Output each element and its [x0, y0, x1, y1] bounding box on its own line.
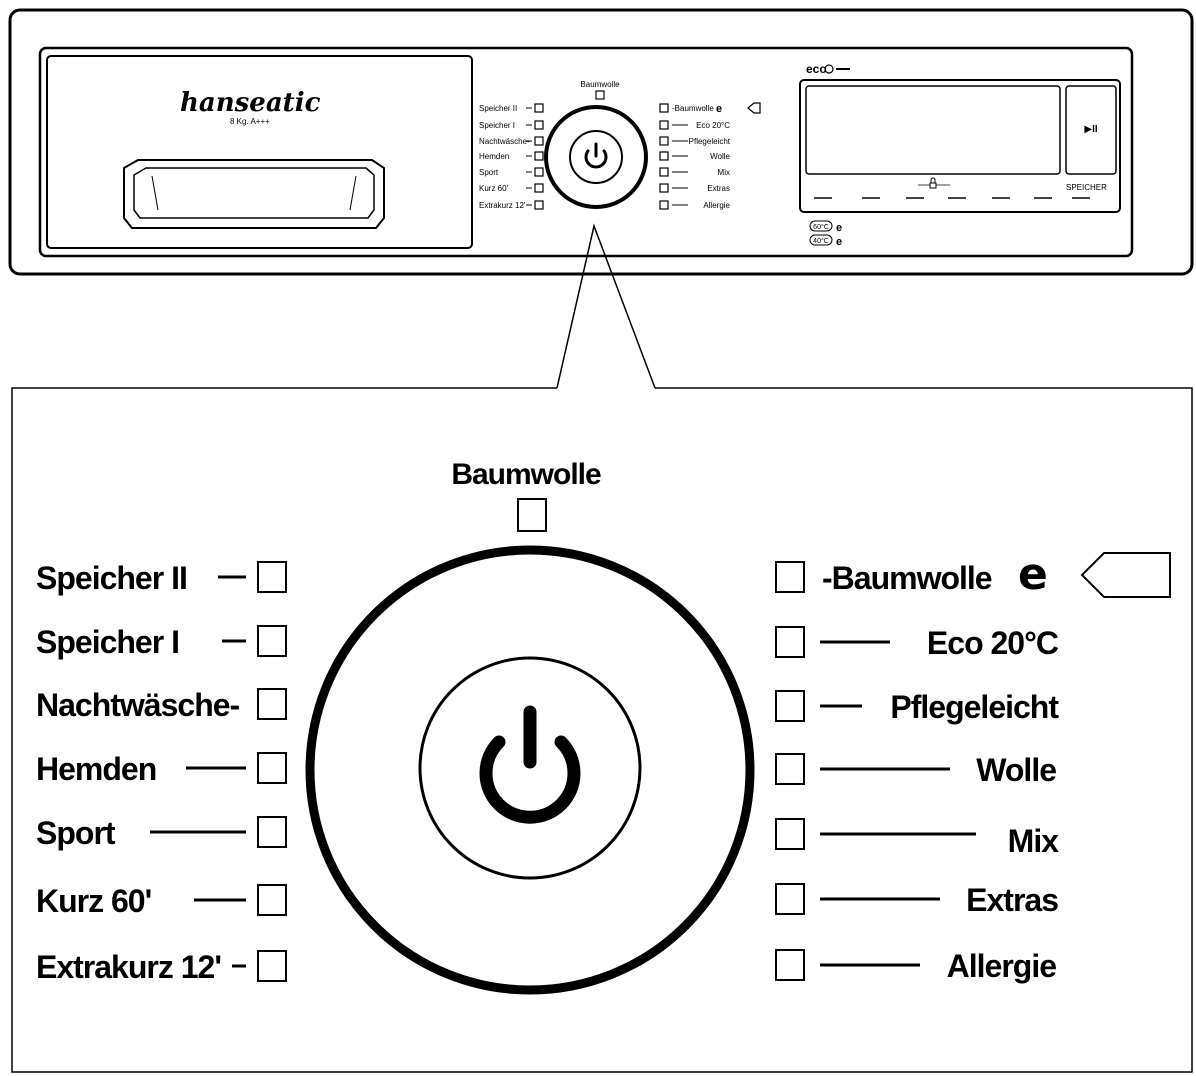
program-indicator-right[interactable] — [775, 949, 805, 981]
program-indicator-right[interactable] — [775, 818, 805, 850]
detail-frame — [11, 387, 1193, 1073]
temp-badge-40: 40°C e — [809, 234, 842, 248]
program-label-right-small: Eco 20°C — [696, 121, 730, 130]
program-label-right: -Baumwolle — [822, 560, 992, 596]
program-label-right-small: -Baumwolle — [672, 104, 714, 113]
selection-pointer-tag-small — [747, 102, 761, 114]
control-panel-overview: hanseatic 8 Kg. A+++ Baumwolle Speicher … — [8, 8, 1194, 276]
program-indicator-left[interactable] — [257, 950, 287, 982]
svg-text:eco: eco — [806, 62, 827, 76]
program-label-left-small: Extrakurz 12' — [479, 201, 526, 210]
program-label-right: Extras — [966, 882, 1058, 918]
display-button-row — [814, 184, 1090, 199]
program-indicator-right-small[interactable] — [659, 167, 669, 177]
program-indicator-right-small[interactable] — [659, 136, 669, 146]
program-label-left: Sport — [36, 815, 116, 851]
program-indicator-left-small[interactable] — [534, 200, 544, 210]
program-indicator-right[interactable] — [775, 561, 805, 593]
program-label-left-small: Kurz 60' — [479, 184, 509, 193]
program-label-left-small: Speicher II — [479, 104, 517, 113]
program-indicator-right-small[interactable] — [659, 120, 669, 130]
program-label-right-small: Allergie — [703, 201, 730, 210]
program-indicator-left[interactable] — [257, 688, 287, 720]
program-indicator-right[interactable] — [775, 690, 805, 722]
lock-icon — [929, 177, 937, 189]
start-pause-button[interactable]: ▶II — [1065, 85, 1117, 175]
memory-label: SPEICHER — [1066, 183, 1107, 192]
program-label-left-small: Sport — [479, 168, 499, 177]
program-indicator-right[interactable] — [775, 883, 805, 915]
program-label-left: Nachtwäsche- — [36, 687, 240, 723]
selection-pointer-tag — [1080, 552, 1171, 598]
program-indicator-left-small[interactable] — [534, 103, 544, 113]
program-indicator-right-small[interactable] — [659, 151, 669, 161]
program-label-left: Extrakurz 12' — [36, 949, 221, 985]
program-label-right-small: Pflegeleicht — [689, 137, 731, 146]
program-list-left: Speicher II Speicher I Nachtwäsche- HemdenS… — [36, 560, 287, 985]
program-indicator-left-small[interactable] — [534, 167, 544, 177]
program-list-left-small: Speicher II Speicher I Nachtwäsche- HemdenS… — [479, 103, 544, 210]
svg-text:e: e — [836, 222, 842, 234]
program-indicator-left-small[interactable] — [534, 151, 544, 161]
program-indicator-left[interactable] — [257, 884, 287, 916]
eco-logo: eco — [806, 62, 850, 76]
svg-text:e: e — [836, 236, 842, 248]
power-icon — [479, 705, 581, 824]
display-screen — [805, 85, 1061, 175]
program-indicator-right[interactable] — [775, 753, 805, 785]
program-dial[interactable] — [305, 545, 755, 995]
program-label-right-small: Mix — [718, 168, 730, 177]
e-symbol-small: e — [716, 103, 722, 115]
dial-top-indicator-small — [595, 90, 605, 100]
program-label-left: Hemden — [36, 751, 156, 787]
program-label-right: Eco 20°C — [927, 625, 1059, 661]
program-label-left-small: Hemden — [479, 152, 509, 161]
program-dial-small[interactable]: Baumwolle — [544, 80, 648, 209]
program-label-right-small: Wolle — [710, 152, 730, 161]
program-indicator-left-small[interactable] — [534, 120, 544, 130]
eco-e-symbol: e — [1018, 549, 1048, 600]
program-indicator-right-small[interactable] — [659, 183, 669, 193]
brand-logo: hanseatic — [180, 88, 321, 118]
dial-top-indicator — [517, 498, 547, 532]
program-label-right: Pflegeleicht — [890, 689, 1059, 725]
drawer-handle[interactable] — [123, 159, 385, 229]
temp-badge-60: 60°C e — [809, 220, 842, 234]
program-indicator-right-small[interactable] — [659, 103, 669, 113]
program-indicator-right[interactable] — [775, 626, 805, 658]
program-label-left: Speicher I — [36, 624, 179, 660]
program-label-left: Kurz 60' — [36, 883, 151, 919]
program-indicator-left[interactable] — [257, 816, 287, 848]
program-indicator-left[interactable] — [257, 625, 287, 657]
capacity-label: 8 Kg. A+++ — [230, 117, 270, 126]
program-indicator-right-small[interactable] — [659, 200, 669, 210]
program-indicator-left[interactable] — [257, 561, 287, 593]
program-label-right: Mix — [1008, 823, 1060, 859]
program-indicator-left-small[interactable] — [534, 183, 544, 193]
dial-detail-view: Baumwolle Speicher II Speicher I Nachtwäsc… — [11, 387, 1193, 1073]
e-symbol: e — [1018, 549, 1048, 600]
program-indicator-left-small[interactable] — [534, 136, 544, 146]
program-label-left-small: Nachtwäsche- — [479, 137, 530, 146]
dial-top-label-small: Baumwolle — [580, 80, 620, 89]
program-label-right-small: Extras — [707, 184, 730, 193]
program-label-left: Speicher II — [36, 560, 187, 596]
svg-text:40°C: 40°C — [813, 237, 829, 245]
zoom-callout — [556, 223, 656, 389]
program-label-left-small: Speicher I — [479, 121, 515, 130]
svg-text:60°C: 60°C — [813, 223, 829, 231]
program-label-right: Wolle — [976, 752, 1056, 788]
program-indicator-left[interactable] — [257, 752, 287, 784]
start-pause-label: ▶II — [1084, 124, 1097, 135]
program-label-right: Allergie — [947, 948, 1057, 984]
dial-top-label: Baumwolle — [451, 458, 601, 491]
